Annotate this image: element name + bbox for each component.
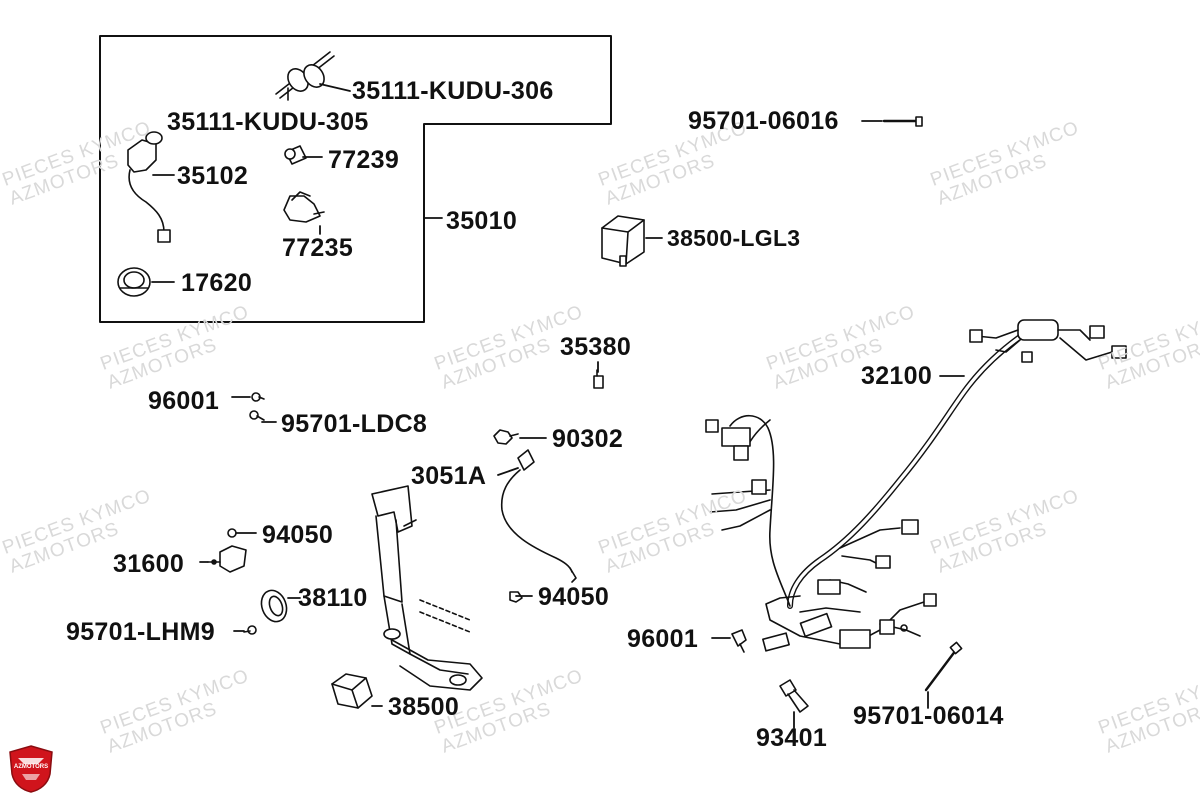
callout-35380: 35380	[560, 333, 632, 361]
callout-32100: 32100	[861, 362, 933, 390]
callout-3051a: 3051A	[411, 462, 487, 490]
switch-35380-part	[593, 369, 604, 389]
bolt-95701-lhm9-part	[243, 625, 257, 635]
horn-38110-part	[260, 589, 288, 623]
callout-35111-kudu-305: 35111-KUDU-305	[167, 108, 369, 136]
regulator-31600-part	[207, 545, 247, 573]
callout-31600: 31600	[113, 550, 185, 578]
wiring-harness-32100-part	[705, 319, 1127, 652]
leader-lines	[151, 83, 965, 729]
bolt-96001-top-part	[251, 392, 265, 402]
callout-35010: 35010	[446, 207, 518, 235]
callout-77235: 77235	[282, 234, 354, 262]
callout-94050-top: 94050	[262, 521, 334, 549]
ignition-keys-part	[275, 51, 335, 101]
callout-96001-top: 96001	[148, 387, 220, 415]
cap-part	[117, 267, 151, 297]
sensor-3051a-part	[500, 449, 577, 583]
callout-38110: 38110	[298, 584, 368, 612]
bolt-95701-ldc8-part	[249, 410, 265, 421]
latch-part	[283, 191, 325, 223]
lock-cylinder-part	[284, 145, 307, 165]
screw-94050-top-part	[227, 528, 237, 538]
logo-text: AZMOTORS	[13, 764, 49, 770]
callout-95701-lhm9: 95701-LHM9	[66, 618, 215, 646]
nut-90302-part	[493, 429, 519, 445]
ignition-switch-part	[127, 131, 171, 243]
relay-38500-lgl3-part	[601, 215, 645, 267]
callout-38500: 38500	[388, 693, 460, 721]
callout-96001-bottom: 96001	[627, 625, 699, 653]
callout-95701-ldc8: 95701-LDC8	[281, 410, 428, 438]
bolt-95701-06014-part	[924, 641, 963, 692]
callout-90302: 90302	[552, 425, 624, 453]
relay-38500-part	[331, 673, 373, 709]
bolt-93401-part	[779, 679, 809, 713]
callout-35111-kudu-306: 35111-KUDU-306	[352, 77, 554, 105]
callout-94050-bottom: 94050	[538, 583, 610, 611]
kit-boundary-frame	[99, 35, 612, 323]
callout-38500-lgl3: 38500-LGL3	[667, 225, 801, 251]
bolt-96001-bottom-part	[731, 629, 747, 653]
callout-95701-06014: 95701-06014	[853, 702, 1004, 730]
callout-77239: 77239	[328, 146, 400, 174]
callout-93401: 93401	[756, 724, 828, 752]
bolt-95701-06016-part	[882, 116, 923, 127]
azmotors-logo: AZMOTORS	[8, 744, 54, 794]
callout-17620: 17620	[181, 269, 253, 297]
callout-35102: 35102	[177, 162, 249, 190]
callout-95701-06016: 95701-06016	[688, 107, 839, 135]
shield-icon	[9, 745, 53, 793]
mounting-bracket-part	[371, 485, 483, 691]
screw-94050-bottom-part	[509, 591, 523, 603]
